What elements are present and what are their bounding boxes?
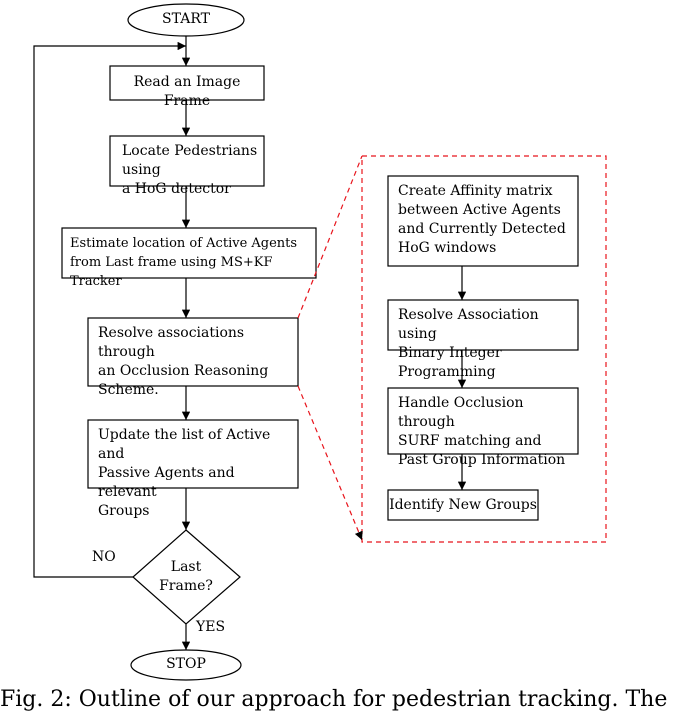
- zoom-line-top: [297, 155, 363, 319]
- flowchart-canvas: START Read an Image Frame Locate Pedestr…: [0, 3, 667, 712]
- figure-caption: Fig. 2: Outline of our approach for pede…: [0, 687, 668, 712]
- resolve-label: Resolve associations through an Occlusio…: [98, 325, 269, 398]
- new-groups-box: [387, 489, 539, 521]
- locate-label: Locate Pedestrians using a HoG detector: [122, 143, 258, 197]
- yes-label: YES: [196, 619, 226, 635]
- update-box: [87, 419, 299, 489]
- resolve-box: [87, 317, 299, 387]
- update-label: Update the list of Active and Passive Ag…: [98, 427, 271, 519]
- no-label: NO: [92, 549, 116, 565]
- loop-no-path: [33, 45, 133, 578]
- flowchart-graphics: [33, 3, 607, 681]
- read-frame-box: [109, 65, 265, 101]
- association-label: Resolve Association using Binary Integer…: [398, 307, 539, 380]
- detail-panel: [361, 155, 607, 543]
- zoom-line-bottom: [297, 385, 363, 541]
- occlusion-label: Handle Occlusion through SURF matching a…: [398, 395, 566, 468]
- start-label: START: [162, 11, 210, 27]
- estimate-label: Estimate location of Active Agents from …: [70, 236, 298, 289]
- affinity-box: [387, 175, 579, 267]
- occlusion-box: [387, 387, 579, 455]
- decision-label: Last Frame?: [159, 559, 213, 594]
- read-frame-label: Read an Image Frame: [133, 74, 241, 109]
- affinity-label: Create Affinity matrix between Active Ag…: [398, 183, 566, 256]
- stop-label: STOP: [166, 656, 206, 672]
- new-groups-label: Identify New Groups: [389, 497, 537, 513]
- locate-box: [109, 135, 265, 187]
- estimate-box: [61, 227, 317, 279]
- association-box: [387, 299, 579, 351]
